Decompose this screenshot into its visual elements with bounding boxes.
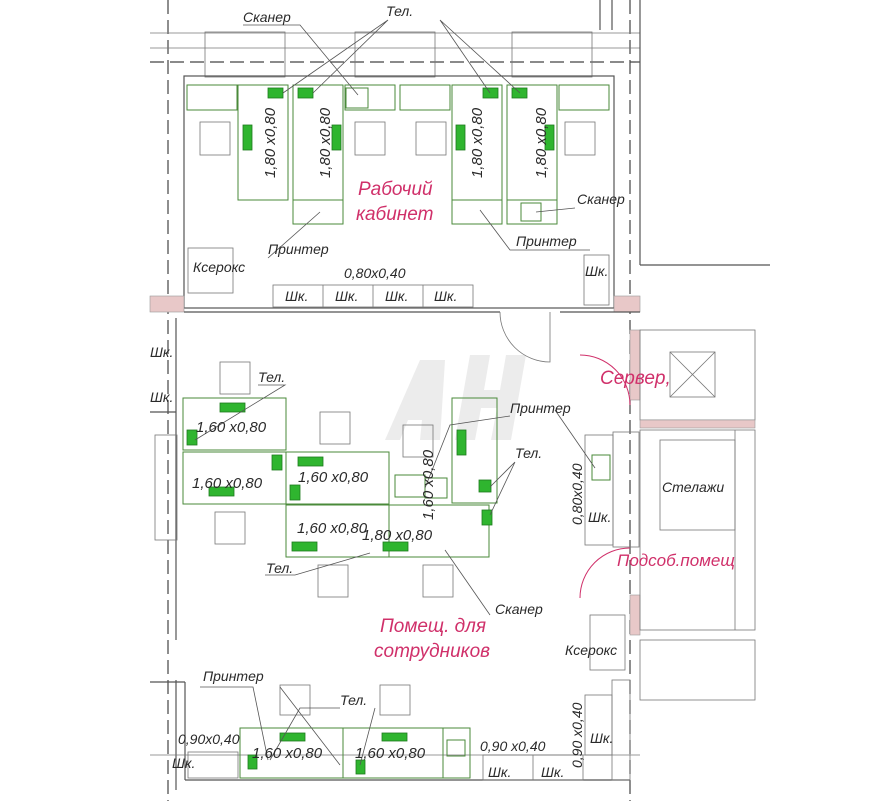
desk-size-label: 1,60 x0,80 <box>420 449 437 520</box>
desk-size-label: 1,60 x0,80 <box>196 419 267 436</box>
cabinet-label: Шк. <box>285 288 308 304</box>
cabinet-label: Шк. <box>150 344 173 360</box>
cabinet-label: Шк. <box>172 755 195 771</box>
phone-label: Тел. <box>340 692 367 708</box>
cabinet-size-label: 0,80x0,40 <box>569 463 585 525</box>
cabinet-label: Шк. <box>385 288 408 304</box>
room-label-server: Сервер, <box>600 368 671 389</box>
phone-label: Тел. <box>266 560 293 576</box>
room-label-utility: Подсоб.помещ <box>617 551 735 570</box>
phone-label: Тел. <box>515 445 542 461</box>
cabinet-label: Шк. <box>335 288 358 304</box>
scanner-label: Сканер <box>495 601 543 617</box>
desk-size-label: 1,60 x0,80 <box>192 475 263 492</box>
printer-label: Принтер <box>268 241 329 257</box>
cabinet-size-label: 0,80x0,40 <box>344 265 406 281</box>
room-label-staff: сотрудников <box>374 641 490 662</box>
desk-size-label: 1,80 x0,80 <box>469 107 486 178</box>
desk-size-label: 1,80 x0,80 <box>262 107 279 178</box>
scanner-label: Сканер <box>577 191 625 207</box>
shelves-label: Стелажи <box>662 479 724 495</box>
desk-size-label: 1,80 x0,80 <box>362 527 433 544</box>
cabinet-label: Шк. <box>588 509 611 525</box>
room-label-staff: Помещ. для <box>380 616 486 637</box>
bottom-furniture <box>187 684 584 781</box>
cabinet-label: Шк. <box>434 288 457 304</box>
top-office-furniture <box>186 19 610 308</box>
room-label-work-office: Рабочий <box>358 179 433 200</box>
copier-label: Ксерокс <box>565 642 617 658</box>
desk-size-label: 1,60 x0,80 <box>252 745 323 762</box>
desk-size-label: 1,80 x0,80 <box>317 107 334 178</box>
printer-label: Принтер <box>510 400 571 416</box>
cabinet-label: Шк. <box>585 263 608 279</box>
cabinet-label: Шк. <box>488 764 511 780</box>
cabinet-label: Шк. <box>150 389 173 405</box>
copier-label: Ксерокс <box>193 259 245 275</box>
printer-label: Принтер <box>203 668 264 684</box>
printer-label: Принтер <box>516 233 577 249</box>
room-label-work-office: кабинет <box>356 204 433 225</box>
phone-label: Тел. <box>258 369 285 385</box>
cabinet-label: Шк. <box>590 730 613 746</box>
cabinet-size-label: 0,90x0,40 <box>178 731 240 747</box>
staff-room-furniture <box>182 361 611 616</box>
cabinet-size-label: 0,90 x0,40 <box>569 702 585 768</box>
scanner-label: Сканер <box>243 9 291 25</box>
desk-size-label: 1,60 x0,80 <box>297 520 368 537</box>
cabinet-size-label: 0,90 x0,40 <box>480 738 546 754</box>
phone-label: Тел. <box>386 3 413 19</box>
desk-size-label: 1,60 x0,80 <box>298 469 369 486</box>
desk-size-label: 1,60 x0,80 <box>355 745 426 762</box>
desk-size-label: 1,80 x0,80 <box>533 107 550 178</box>
cabinet-label: Шк. <box>541 764 564 780</box>
